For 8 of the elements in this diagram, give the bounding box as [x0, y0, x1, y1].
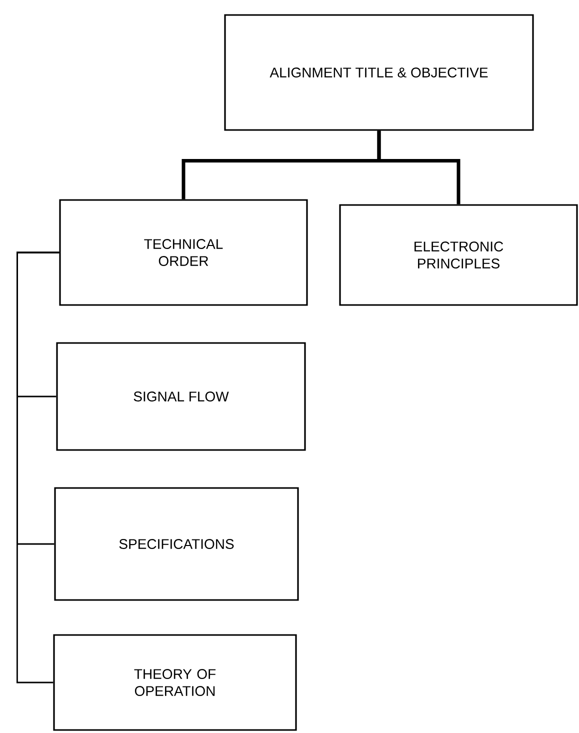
text-box: TECHNICAL ORDER [59, 199, 308, 306]
text-box: SPECIFICATIONS [54, 487, 299, 601]
connector-line [16, 252, 60, 684]
text-box: SIGNAL FLOW [56, 342, 306, 451]
text-box: THEORY OF OPERATION [53, 634, 297, 731]
text-box: ALIGNMENT TITLE & OBJECTIVE [224, 14, 534, 131]
connector-line [377, 130, 460, 204]
text-box: ELECTRONIC PRINCIPLES [339, 204, 578, 306]
